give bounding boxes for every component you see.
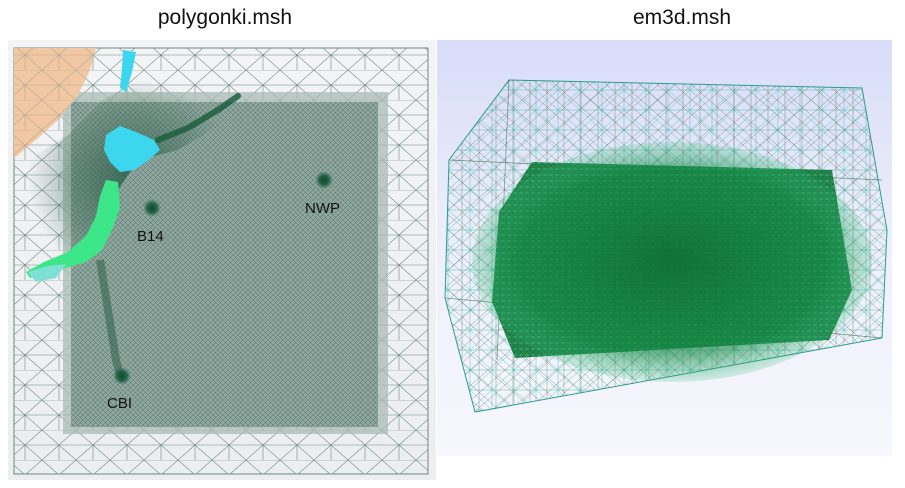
nwp-refinement-spot [315, 171, 333, 189]
kyushu-island [28, 264, 66, 282]
hokkaido-island [104, 126, 160, 172]
honshu-island [26, 180, 120, 278]
polygon-mesh-panel: B14 NWP CBI [8, 40, 436, 480]
cbi-refinement-spot [113, 367, 131, 385]
right-panel-title: em3d.msh [632, 6, 732, 29]
trench-refinement [96, 259, 124, 377]
kuril-islands [155, 93, 241, 143]
site-label-nwp: NWP [305, 200, 340, 217]
tetra-mesh-panel [437, 40, 892, 456]
site-label-cbi: CBI [107, 395, 132, 412]
left-panel-title: polygonki.msh [157, 6, 293, 29]
mesh-boundary [13, 47, 429, 475]
tetra-mesh-svg [444, 79, 888, 413]
b14-refinement-spot [143, 199, 161, 217]
site-label-b14: B14 [137, 228, 164, 245]
sakhalin-island [120, 50, 136, 92]
polygon-mesh-svg: B14 NWP CBI [13, 47, 429, 475]
